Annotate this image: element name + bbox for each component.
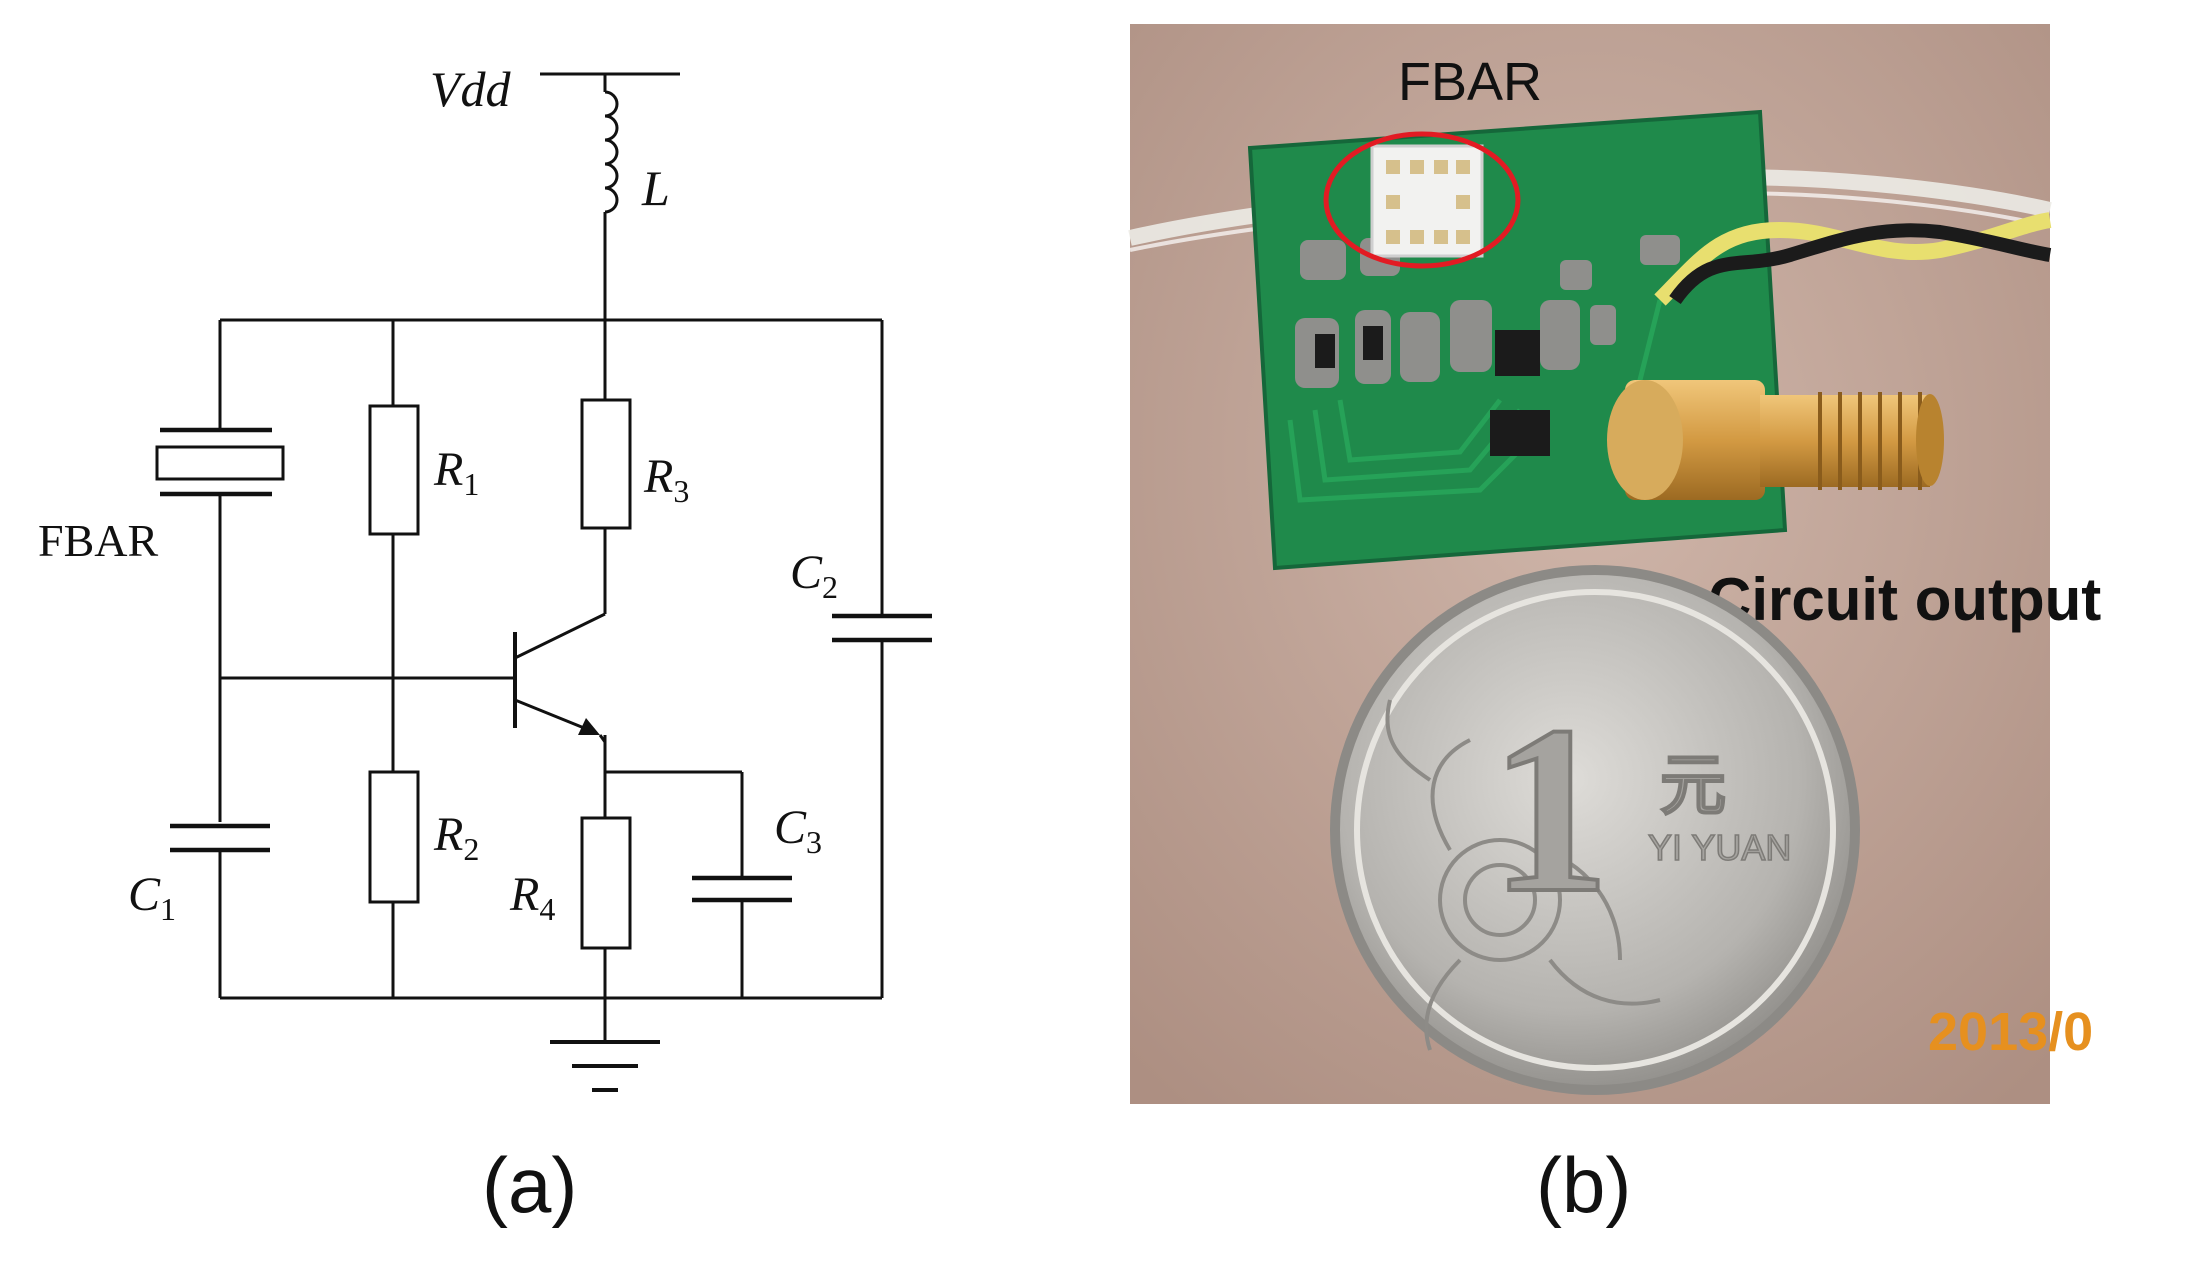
sma-connector bbox=[1607, 380, 1944, 500]
resistor-r1 bbox=[368, 404, 420, 536]
fbar-resonator bbox=[155, 445, 285, 481]
circuit-photo-panel: FBAR Circuit output bbox=[1100, 0, 2192, 1267]
r1-label: R1 bbox=[433, 443, 479, 502]
r2-label: R2 bbox=[433, 808, 479, 867]
r3-label: R3 bbox=[643, 450, 689, 509]
fbar-highlight-circle bbox=[1323, 131, 1521, 269]
ic-chips bbox=[1315, 326, 1550, 456]
r4-label: R4 bbox=[509, 868, 555, 927]
circuit-schematic-panel: Vdd L FBAR C1 R1 R2 bbox=[38, 61, 932, 1229]
c1-label: C1 bbox=[128, 868, 176, 927]
inductor-l bbox=[604, 90, 619, 214]
circuit-photo: FBAR Circuit output bbox=[1128, 24, 2101, 1229]
coin bbox=[1330, 565, 1860, 1095]
resistor-r2 bbox=[368, 770, 420, 904]
c2-label: C2 bbox=[790, 546, 838, 605]
date-stamp: 2013/0 bbox=[1928, 1002, 2093, 1062]
resistor-r4 bbox=[580, 816, 632, 950]
c3-label: C3 bbox=[774, 801, 822, 860]
circuit-schematic: Vdd L FBAR C1 R1 R2 bbox=[38, 61, 932, 1229]
resistor-r3 bbox=[580, 398, 632, 530]
fbar-label: FBAR bbox=[38, 515, 158, 566]
ground-symbol bbox=[550, 1040, 660, 1092]
npn-transistor bbox=[513, 612, 606, 735]
coin-numeral: 1 bbox=[1490, 676, 1610, 942]
caption-a: (a) bbox=[482, 1141, 577, 1229]
caption-b: (b) bbox=[1536, 1141, 1631, 1229]
inductor-label: L bbox=[641, 160, 670, 216]
emitter-arrow bbox=[578, 718, 600, 735]
fbar-chip bbox=[1370, 144, 1484, 258]
coin-text: YI YUAN bbox=[1648, 827, 1791, 868]
vdd-label: Vdd bbox=[430, 61, 512, 117]
coin-character: 元 bbox=[1660, 747, 1726, 824]
output-wires bbox=[1654, 212, 2052, 306]
fbar-photo-label: FBAR bbox=[1398, 52, 1542, 112]
peony-engraving bbox=[1385, 699, 1661, 1051]
circuit-output-label: Circuit output bbox=[1708, 566, 2101, 633]
